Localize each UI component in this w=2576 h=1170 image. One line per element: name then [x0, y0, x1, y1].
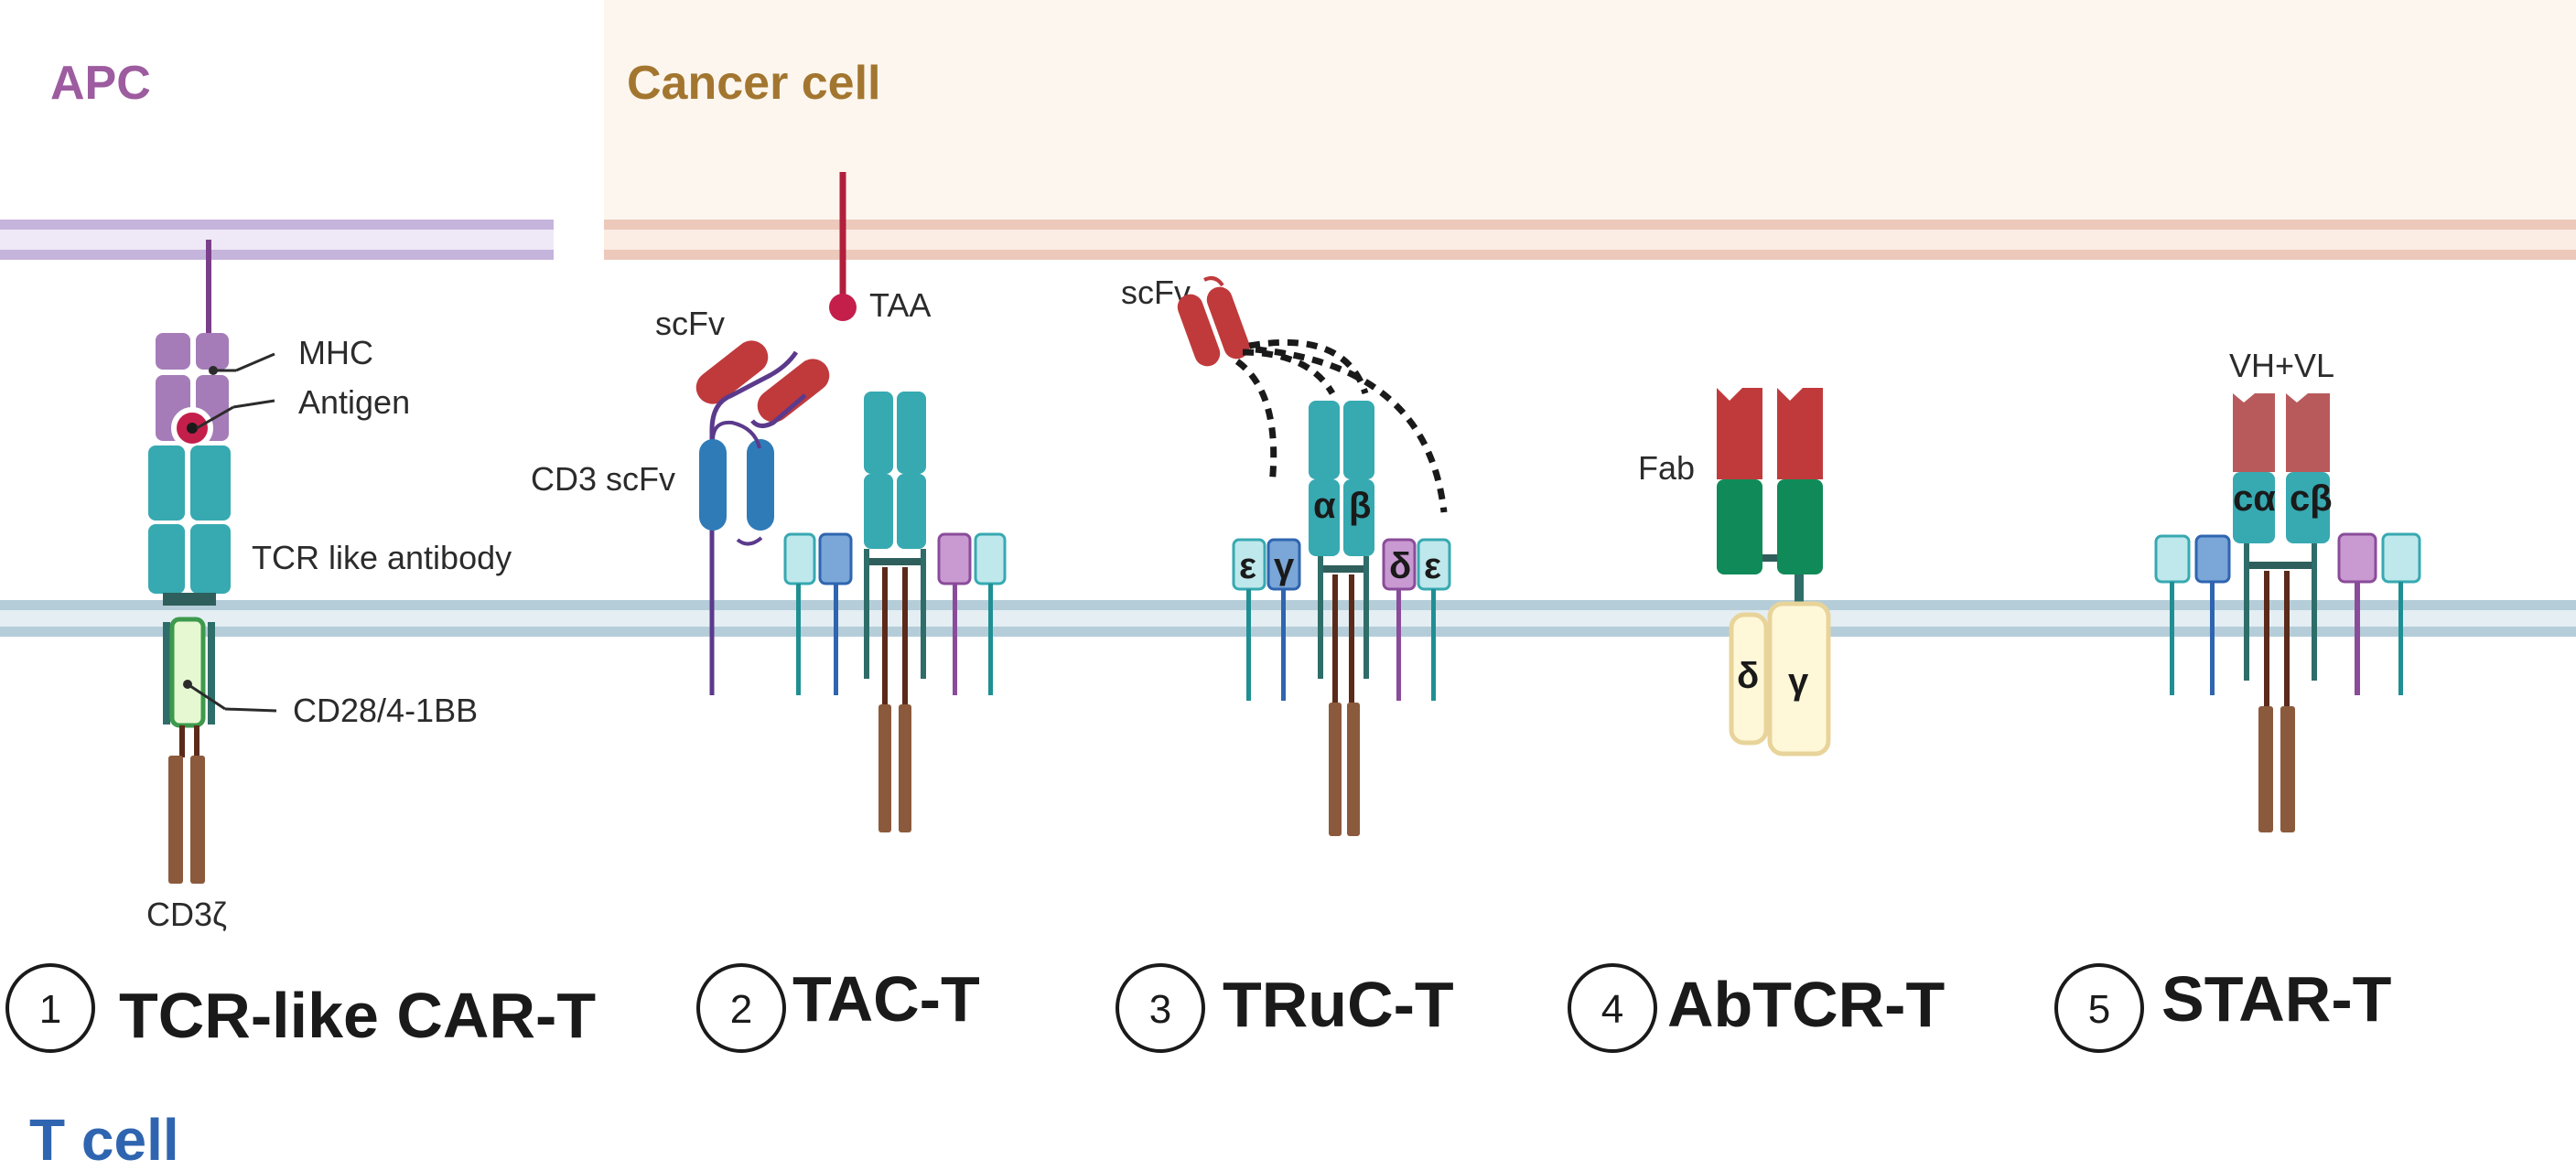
beta-label: β [1349, 486, 1371, 526]
alpha-label: α [1313, 486, 1336, 526]
fab-fragment [1717, 388, 1823, 574]
title-3: 3 TRuC-T [1116, 963, 1454, 1053]
apc-label: APC [50, 57, 151, 110]
cbeta-label: cβ [2290, 478, 2333, 519]
title-tac-t: TAC-T [792, 963, 980, 1035]
gamma-label: γ [1274, 546, 1295, 586]
title-4: 4 AbTCR-T [1568, 963, 1945, 1053]
t-cell-label: T cell [29, 1107, 179, 1170]
abtcr-delta-label: δ [1737, 656, 1759, 696]
cancer-cell-membrane [604, 220, 2576, 260]
cd3-zeta-chain [168, 756, 183, 884]
title-truc-t: TRuC-T [1223, 969, 1454, 1040]
abtcr-gamma-label: γ [1788, 661, 1809, 702]
delta-chain [1729, 612, 1769, 746]
construct-3-truc-t: scFv α β [1121, 274, 1451, 836]
truc-scfv [1177, 286, 1250, 367]
number-2: 2 [730, 987, 752, 1032]
linker-dashes [1234, 338, 1448, 513]
number-badge-1 [5, 963, 95, 1053]
construct-5-star-t: VH+VL cα cβ [2154, 347, 2421, 832]
cancer-cell-label: Cancer cell [627, 57, 881, 110]
apc-membrane [0, 220, 554, 260]
number-3: 3 [1149, 987, 1171, 1032]
taa-label: TAA [869, 286, 931, 324]
taa-antigen [829, 294, 857, 321]
scfv-label: scFv [655, 305, 725, 342]
number-badge-5 [2054, 963, 2144, 1053]
costim-label: CD28/4-1BB [293, 692, 478, 729]
cd3-scfv [699, 439, 774, 531]
delta-label: δ [1389, 546, 1411, 586]
number-badge-3 [1116, 963, 1205, 1053]
cd3-scfv-label: CD3 scFv [531, 460, 675, 498]
construct-1-tcr-like-car-t: MHC Antigen TCR like antibody CD28/4-1BB… [146, 240, 512, 933]
gamma-chain [1767, 601, 1831, 757]
mhc-label: MHC [298, 334, 373, 371]
title-tcr-like-car-t: TCR-like CAR-T [119, 980, 596, 1051]
tcr-like-antibody-label: TCR like antibody [252, 539, 512, 576]
fab-label: Fab [1638, 449, 1695, 487]
antigen-label: Antigen [298, 383, 410, 421]
vh-vl-domains [2233, 393, 2330, 472]
costim-domain [169, 617, 206, 728]
tcr-like-antibody [148, 445, 231, 594]
epsilon-right-label: ε [1424, 546, 1441, 586]
t-cell-membrane [0, 600, 2576, 637]
title-abtcr-t: AbTCR-T [1667, 969, 1945, 1040]
number-badge-2 [696, 963, 786, 1053]
cancer-cell-region [604, 0, 2576, 242]
number-4: 4 [1601, 987, 1623, 1032]
epsilon-left-label: ε [1239, 546, 1256, 586]
tumor-scfv [695, 340, 830, 423]
title-5: 5 STAR-T [2054, 963, 2391, 1053]
title-2: 2 TAC-T [696, 963, 980, 1053]
vhvl-label: VH+VL [2229, 347, 2334, 384]
number-5: 5 [2088, 987, 2110, 1032]
title-1: 1 TCR-like CAR-T [5, 963, 596, 1053]
title-star-t: STAR-T [2161, 963, 2391, 1035]
number-badge-4 [1568, 963, 1657, 1053]
construct-4-abtcr-t: Fab δ γ [1638, 388, 1831, 757]
cd3-zeta-label: CD3ζ [146, 896, 227, 933]
construct-2-tac-t: TAA scFv CD3 scFv [531, 172, 1007, 832]
calpha-label: cα [2233, 478, 2276, 519]
number-1: 1 [39, 987, 61, 1032]
